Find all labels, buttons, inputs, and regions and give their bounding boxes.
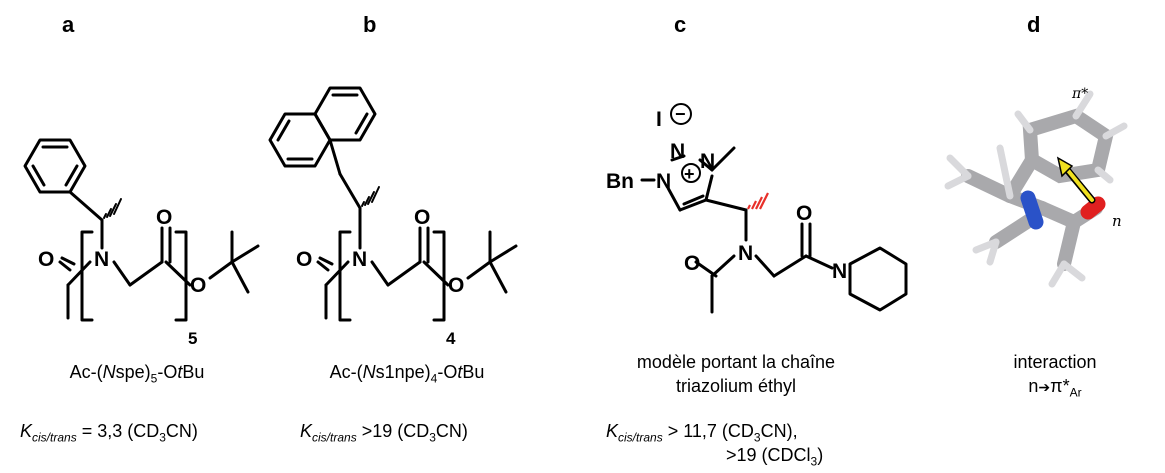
svg-text:N: N	[94, 248, 109, 271]
kratio-a: Kcis/trans = 3,3 (CD3CN)	[20, 421, 198, 445]
svg-text:π*: π*	[1071, 86, 1088, 102]
svg-text:n: n	[1112, 212, 1122, 230]
svg-text:N: N	[832, 260, 847, 283]
svg-text:N: N	[670, 140, 685, 163]
panel-letter-b: b	[363, 12, 377, 37]
svg-text:O: O	[414, 206, 430, 229]
structure-a	[23, 138, 260, 322]
structure-d	[944, 90, 1128, 288]
arrow-right-icon: ➔	[1038, 379, 1051, 395]
svg-text:Bn: Bn	[606, 170, 634, 193]
atoms-a: N O O O 5	[38, 206, 206, 348]
svg-text:O: O	[684, 252, 700, 275]
svg-text:−: −	[675, 104, 686, 124]
labels-d: π* n	[1071, 86, 1122, 230]
kratio-c: Kcis/trans > 11,7 (CD3CN),	[606, 421, 798, 445]
structure-c	[640, 146, 908, 314]
svg-text:O: O	[38, 248, 54, 271]
kratio-b: Kcis/trans >19 (CD3CN)	[300, 421, 468, 445]
svg-text:N: N	[352, 248, 367, 271]
svg-text:N: N	[738, 242, 753, 265]
stereo-hash-c	[747, 192, 769, 210]
svg-text:O: O	[796, 202, 812, 225]
caption-a: Ac-(Nspe)5-OtBu	[69, 362, 205, 386]
kratio-c-line2: >19 (CDCl3)	[726, 445, 824, 469]
panel-letter-c: c	[674, 12, 687, 37]
structure-b	[268, 86, 518, 322]
svg-text:O: O	[296, 248, 312, 271]
caption-b: Ac-(Ns1npe)4-OtBu	[329, 362, 485, 386]
caption-d: interaction n➔π*Ar	[1013, 352, 1097, 400]
svg-text:O: O	[448, 274, 464, 297]
svg-text:+: +	[684, 164, 695, 184]
caption-c: modèle portant la chaîne triazolium éthy…	[636, 352, 836, 396]
svg-text:N: N	[700, 150, 715, 173]
panel-letter-a: a	[62, 12, 75, 37]
svg-text:O: O	[190, 274, 206, 297]
panel-letter-d: d	[1027, 12, 1041, 37]
atoms-b: N O O O 4	[296, 206, 464, 348]
atoms-c: N N N N O O N Bn I − +	[606, 103, 847, 283]
svg-text:N: N	[656, 170, 671, 193]
svg-text:I: I	[656, 108, 662, 131]
svg-text:4: 4	[446, 329, 456, 348]
svg-text:5: 5	[188, 329, 197, 348]
svg-text:O: O	[156, 206, 172, 229]
